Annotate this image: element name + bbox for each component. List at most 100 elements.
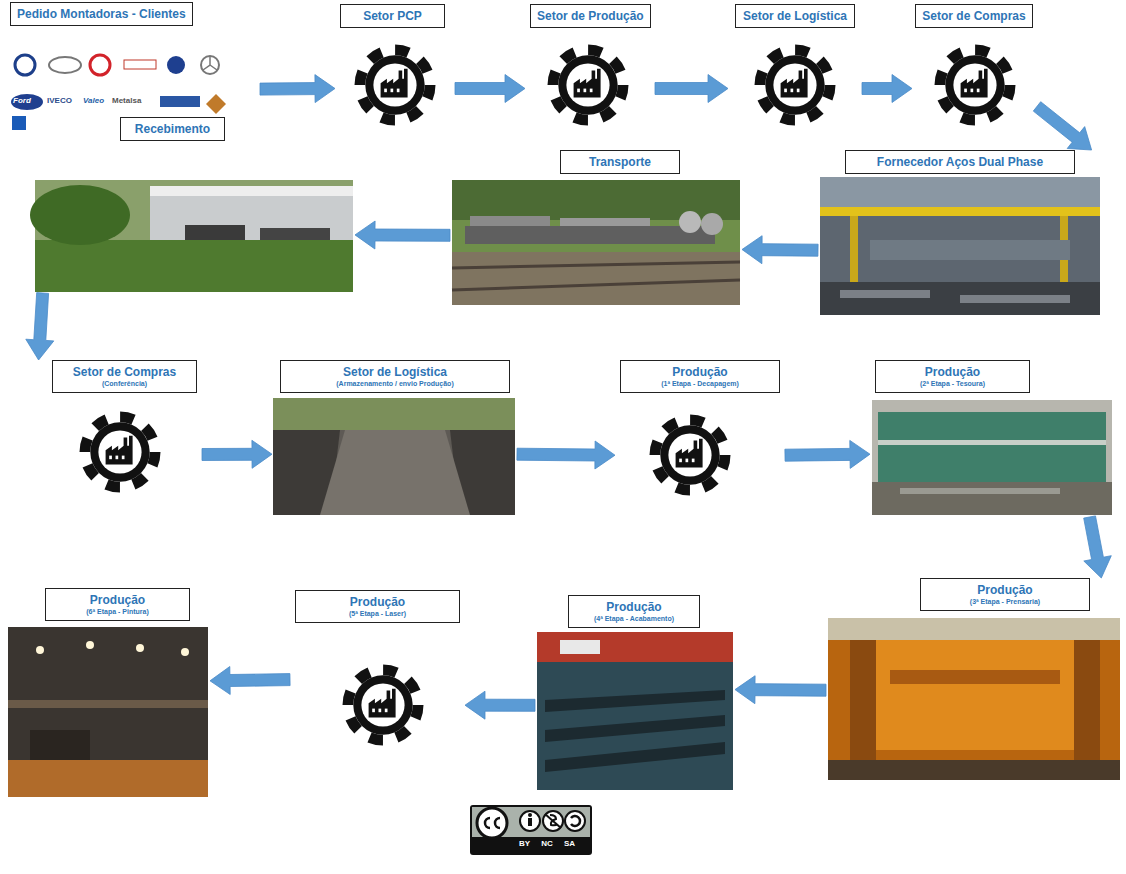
- flow-arrow: [26, 293, 54, 360]
- step-title-box: Recebimento: [120, 117, 225, 141]
- process-step: Setor de Logística: [728, 4, 862, 132]
- step-title-box: Fornecedor Aços Dual Phase: [845, 150, 1075, 174]
- flow-arrow: [355, 221, 450, 249]
- step-title: Transporte: [567, 155, 673, 169]
- steel-supplier-photo: [840, 290, 930, 298]
- license-badge: [472, 807, 590, 837]
- press-photo: [890, 670, 1060, 684]
- step-title-box: Produção(6ª Etapa - Pintura): [45, 588, 190, 621]
- logo-text: Valeo: [83, 97, 104, 106]
- flow-arrow: [202, 440, 272, 468]
- step-subtitle: (1ª Etapa - Decapagem): [627, 379, 773, 388]
- client-logos: [203, 57, 217, 70]
- gear-icon: [553, 50, 623, 120]
- flow-arrow: [785, 440, 870, 468]
- logo-text: IVECO: [47, 97, 72, 106]
- client-logos: [167, 56, 185, 74]
- gear-icon: [655, 420, 725, 490]
- client-logos: [12, 116, 26, 130]
- flow-arrow: [1084, 516, 1112, 578]
- step-title: Produção: [882, 365, 1023, 379]
- steel-supplier-photo: [960, 295, 1070, 303]
- step-title: Setor de Produção: [537, 9, 644, 23]
- flow-arrow: [1033, 102, 1091, 150]
- rail-transport-photo: [452, 262, 740, 268]
- client-logos: [90, 55, 110, 75]
- painting-photo: [86, 641, 94, 649]
- flow-arrow: [210, 667, 290, 695]
- logo-text: BY NC SA: [519, 840, 575, 849]
- press-photo: [850, 640, 876, 770]
- client-logos: [206, 94, 226, 114]
- steel-supplier-photo: [820, 207, 1100, 216]
- step-title: Setor de Compras: [922, 9, 1026, 23]
- logo-text: Ford: [13, 97, 31, 106]
- step-subtitle: (5ª Etapa - Laser): [302, 609, 453, 618]
- license-badge: [571, 816, 580, 826]
- step-title-box: Produção(1ª Etapa - Decapagem): [620, 360, 780, 393]
- painting-photo: [8, 760, 208, 797]
- flow-arrow: [655, 75, 728, 103]
- storage-yard-photo: [273, 398, 515, 515]
- process-step: Setor de Compras: [912, 4, 1037, 132]
- rail-transport-photo: [679, 211, 701, 233]
- step-title-box: Setor de Compras: [915, 4, 1033, 28]
- process-step: Produção(6ª Etapa - Pintura): [6, 588, 210, 799]
- storage-yard-photo: [273, 398, 515, 515]
- finishing-photo: [560, 640, 600, 654]
- flow-arrow: [517, 441, 615, 469]
- press-photo: [850, 640, 1100, 750]
- step-subtitle: (6ª Etapa - Pintura): [52, 607, 183, 616]
- storage-yard-photo: [320, 430, 470, 515]
- license-badge: [528, 813, 532, 817]
- finishing-photo: [545, 690, 725, 712]
- finishing-photo: [537, 632, 733, 790]
- painting-photo: [30, 730, 90, 760]
- painting-photo: [8, 627, 208, 797]
- press-photo: [828, 618, 1120, 780]
- finishing-photo: [545, 715, 725, 742]
- step-title: Produção: [52, 593, 183, 607]
- step-title: Produção: [927, 583, 1083, 597]
- step-title-box: Produção(5ª Etapa - Laser): [295, 590, 460, 623]
- client-logos: [160, 96, 200, 107]
- process-step: Setor de Produção: [525, 4, 655, 132]
- license-badge: [470, 805, 592, 855]
- client-logos: [11, 94, 43, 110]
- step-title: Pedido Montadoras - Clientes: [17, 7, 186, 21]
- receiving-photo: [30, 185, 130, 245]
- rail-transport-photo: [465, 226, 715, 244]
- steel-supplier-photo: [850, 216, 858, 286]
- rail-transport-photo: [470, 216, 550, 226]
- license-badge: [565, 811, 585, 831]
- shear-machine-photo: [900, 488, 1060, 494]
- press-photo: [828, 618, 1120, 780]
- rail-transport-photo: [452, 180, 740, 305]
- shear-machine-photo: [872, 400, 1112, 515]
- step-title-box: Produção(4ª Etapa - Acabamento): [568, 595, 700, 628]
- press-photo: [828, 760, 1120, 780]
- step-subtitle: (Conferência): [59, 379, 190, 388]
- process-step: Produção(1ª Etapa - Decapagem): [615, 360, 785, 500]
- license-badge: [485, 818, 490, 828]
- step-title: Produção: [627, 365, 773, 379]
- process-step: Transporte: [450, 150, 742, 308]
- steel-supplier-photo: [820, 282, 1100, 315]
- painting-photo: [8, 700, 208, 708]
- license-badge: [470, 805, 592, 855]
- process-step: Setor de Compras(Conferência): [30, 360, 202, 495]
- step-title-box: Setor de Logística: [735, 4, 855, 28]
- client-logos: [201, 56, 219, 74]
- shear-machine-photo: [872, 400, 1112, 515]
- rail-transport-photo: [701, 213, 723, 235]
- receiving-photo: [30, 180, 353, 292]
- rail-transport-photo: [452, 180, 740, 305]
- license-badge: [520, 811, 540, 831]
- flow-arrow: [260, 75, 335, 103]
- gear-icon: [348, 670, 418, 740]
- step-subtitle: (3ª Etapa - Prensaria): [927, 597, 1083, 606]
- gear-icon: [85, 417, 155, 487]
- step-title-box: Setor PCP: [340, 4, 445, 28]
- process-step: Produção(4ª Etapa - Acabamento): [535, 595, 735, 792]
